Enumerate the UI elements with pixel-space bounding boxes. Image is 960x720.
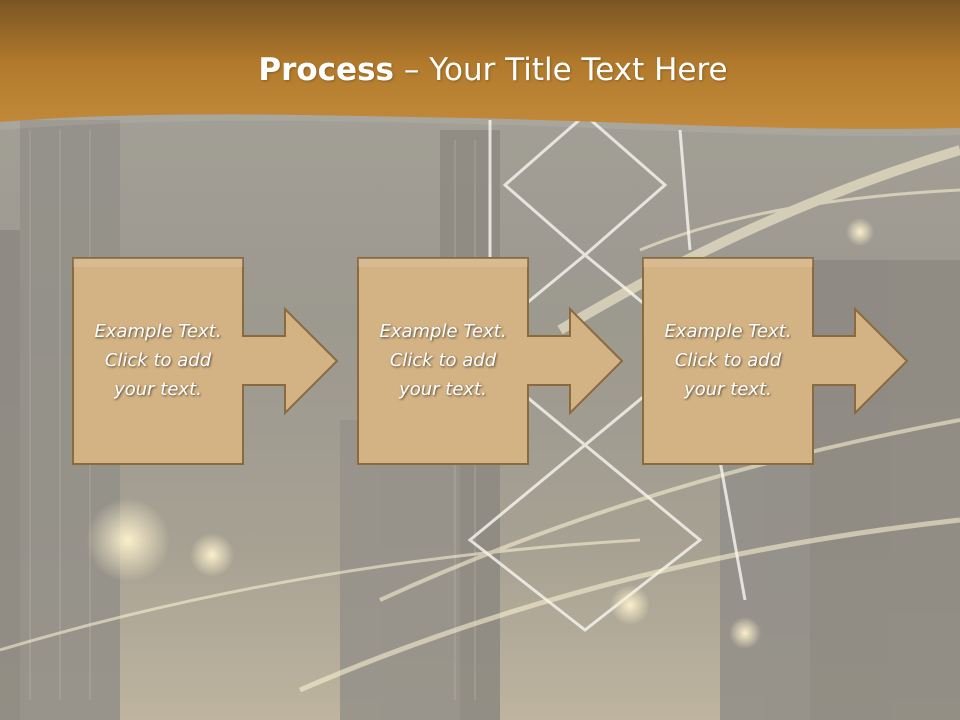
title-bold: Process xyxy=(258,52,394,88)
step-text-line: Example Text. xyxy=(94,321,222,342)
step-text: Example Text. Click to add your text. xyxy=(642,257,814,464)
step-text-line: Click to add xyxy=(674,350,782,371)
step-text-line: your text. xyxy=(684,379,772,400)
process-step-3[interactable]: Example Text. Click to add your text. xyxy=(642,257,917,469)
step-text-line: Example Text. xyxy=(664,321,792,342)
step-arrow-shape xyxy=(642,257,909,465)
process-step-2[interactable]: Example Text. Click to add your text. xyxy=(357,257,632,469)
step-text-line: your text. xyxy=(399,379,487,400)
step-text-line: Example Text. xyxy=(379,321,507,342)
process-step-1[interactable]: Example Text. Click to add your text. xyxy=(72,257,347,469)
slide-title[interactable]: Process – Your Title Text Here xyxy=(0,52,960,88)
step-text: Example Text. Click to add your text. xyxy=(357,257,529,464)
step-arrow-shape xyxy=(357,257,624,465)
step-text: Example Text. Click to add your text. xyxy=(72,257,244,464)
step-text-line: Click to add xyxy=(389,350,497,371)
step-arrow-shape xyxy=(72,257,339,465)
title-rest: – Your Title Text Here xyxy=(394,52,728,88)
step-text-line: your text. xyxy=(114,379,202,400)
step-text-line: Click to add xyxy=(104,350,212,371)
